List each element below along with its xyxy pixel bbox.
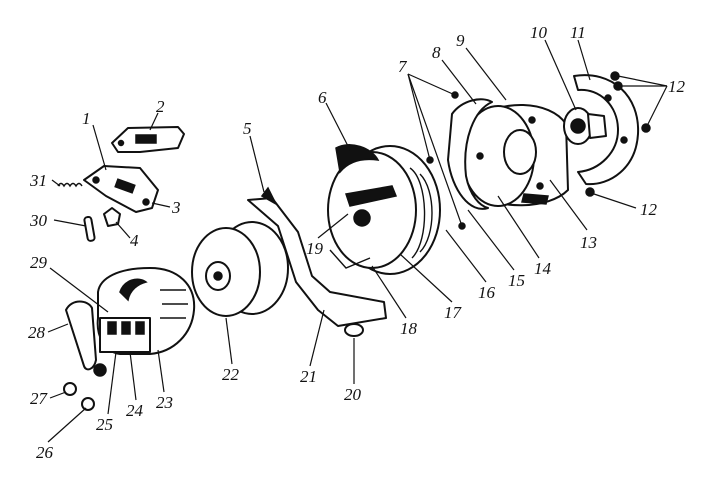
part-15-16-ring — [447, 98, 493, 210]
callout-26: 26 — [36, 443, 54, 462]
callout-3: 3 — [171, 198, 181, 217]
part-21-bracket-arm — [247, 186, 387, 327]
part-14-hook-body — [461, 104, 569, 207]
callout-14: 14 — [534, 259, 552, 278]
callout-27: 27 — [30, 389, 49, 408]
part-1-3-latch-plate — [83, 165, 159, 213]
callout-18: 18 — [400, 319, 418, 338]
callout-21: 21 — [300, 367, 317, 386]
part-28-latch-lever — [65, 300, 107, 377]
part-30-pin — [83, 215, 96, 242]
callout-labels: 1 2 3 4 5 6 7 8 9 10 11 12 12 13 14 15 1… — [28, 23, 686, 462]
callout-28: 28 — [28, 323, 46, 342]
callout-20: 20 — [344, 385, 362, 404]
part-10-hub — [563, 107, 607, 145]
callout-1: 1 — [82, 109, 91, 128]
part-17-18-rotating-hook — [327, 144, 441, 275]
callout-25: 25 — [96, 415, 113, 434]
leader-lines — [47, 39, 668, 443]
part-2-cover-plate — [111, 126, 185, 153]
callout-9: 9 — [456, 31, 465, 50]
callout-4: 4 — [130, 231, 139, 250]
callout-8: 8 — [432, 43, 441, 62]
callout-2: 2 — [156, 97, 165, 116]
part-31-spring — [57, 182, 83, 188]
callout-29: 29 — [30, 253, 48, 272]
callout-17: 17 — [444, 303, 463, 322]
part-22-bobbin — [191, 221, 289, 317]
callout-13: 13 — [580, 233, 597, 252]
callout-16: 16 — [478, 283, 496, 302]
callout-10: 10 — [530, 23, 548, 42]
callout-12: 12 — [668, 77, 686, 96]
callout-23: 23 — [156, 393, 173, 412]
callout-31: 31 — [29, 171, 47, 190]
callout-11: 11 — [570, 23, 586, 42]
callout-12-lower: 12 — [640, 200, 658, 219]
callout-5: 5 — [243, 119, 252, 138]
callout-19: 19 — [306, 239, 324, 258]
part-4-nut — [103, 207, 121, 227]
callout-6: 6 — [318, 88, 327, 107]
callout-22: 22 — [222, 365, 240, 384]
callout-15: 15 — [508, 271, 525, 290]
part-23-bobbin-case — [96, 267, 196, 355]
part-27-26-screws — [63, 382, 95, 411]
part-11-rear-plate — [573, 74, 640, 186]
callout-30: 30 — [29, 211, 48, 230]
callout-7: 7 — [398, 57, 408, 76]
callout-24: 24 — [126, 401, 144, 420]
part-20-stud — [344, 323, 364, 337]
